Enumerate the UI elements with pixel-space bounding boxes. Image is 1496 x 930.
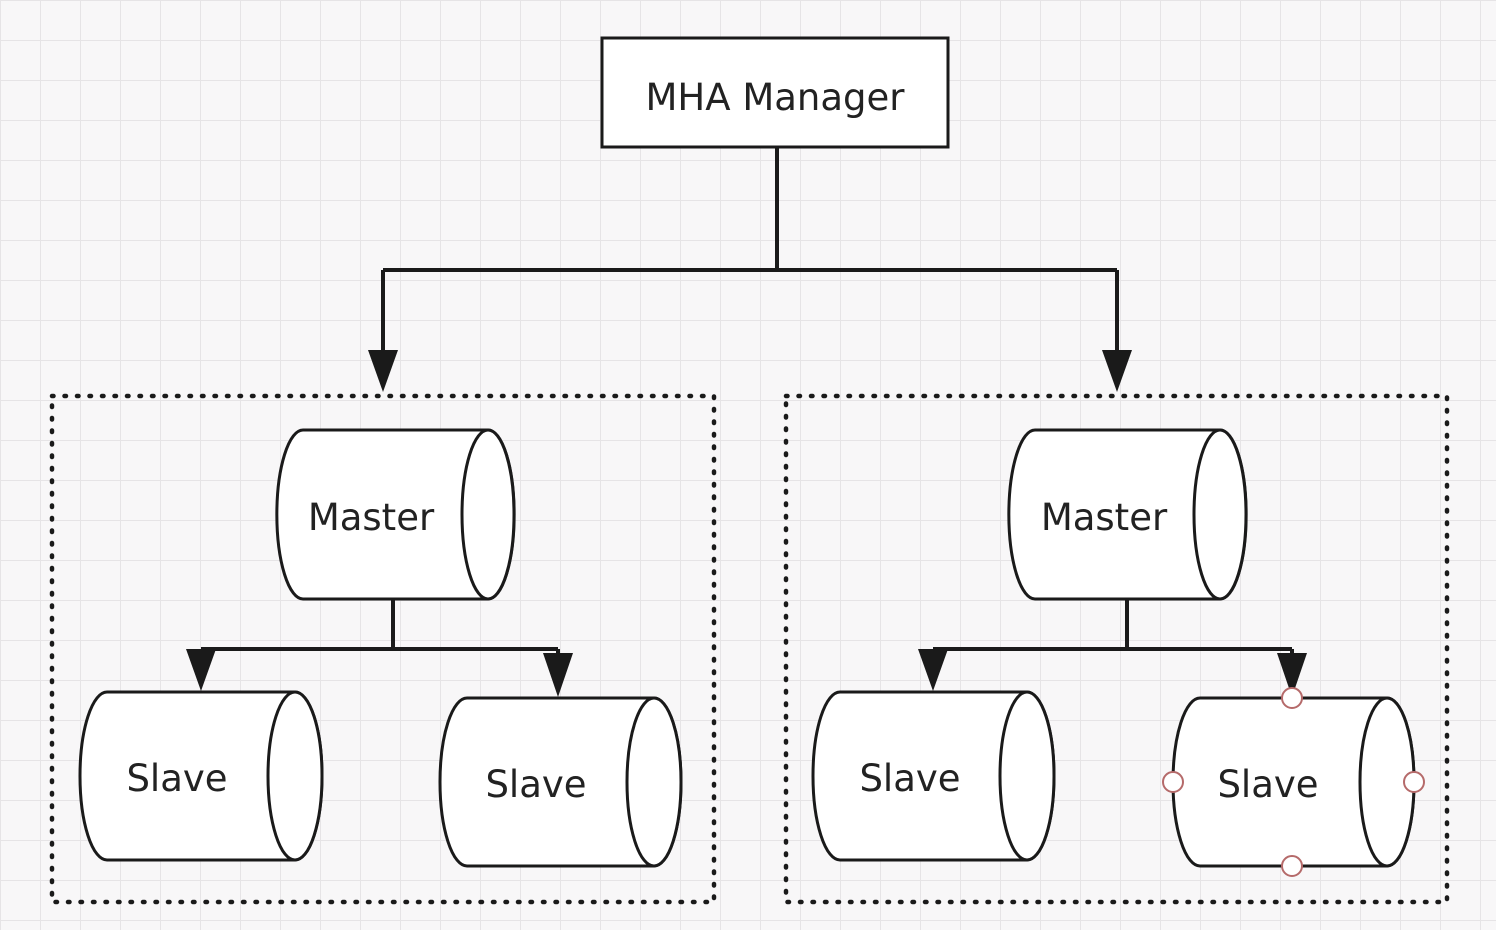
group-right-slave-2-label: Slave xyxy=(1217,763,1318,806)
group-left-slave-1[interactable]: Slave xyxy=(78,690,324,862)
resize-handle-right[interactable] xyxy=(1403,771,1425,793)
resize-handle-bottom[interactable] xyxy=(1281,855,1303,877)
manager-node[interactable]: MHA Manager xyxy=(600,36,950,149)
group-left-slave-2-label: Slave xyxy=(485,763,586,806)
group-right-connector xyxy=(931,599,1294,660)
arrow-to-group-left xyxy=(368,350,398,392)
arrow-to-right-slave-1 xyxy=(918,649,948,691)
group-left-master-label: Master xyxy=(308,496,435,539)
arrow-to-left-slave-2 xyxy=(543,653,573,697)
group-right-slave-1-label: Slave xyxy=(859,757,960,800)
resize-handle-top[interactable] xyxy=(1281,687,1303,709)
group-right-master[interactable]: Master xyxy=(1007,428,1248,601)
manager-connector xyxy=(381,147,1119,358)
arrow-to-right-slave-2 xyxy=(1277,653,1307,697)
group-right-container[interactable] xyxy=(783,393,1450,905)
group-right-slave-1[interactable]: Slave xyxy=(811,690,1056,862)
resize-handle-left[interactable] xyxy=(1162,771,1184,793)
arrow-to-group-right xyxy=(1102,350,1132,392)
group-left-master[interactable]: Master xyxy=(275,428,516,601)
manager-label: MHA Manager xyxy=(646,76,906,119)
group-right-slave-2[interactable]: Slave xyxy=(1171,696,1416,868)
arrow-to-left-slave-1 xyxy=(186,649,216,691)
group-right-master-label: Master xyxy=(1041,496,1168,539)
group-left-connector xyxy=(199,599,560,660)
group-left-container[interactable] xyxy=(49,393,717,905)
group-left-slave-1-label: Slave xyxy=(126,757,227,800)
group-left-slave-2[interactable]: Slave xyxy=(438,696,683,868)
